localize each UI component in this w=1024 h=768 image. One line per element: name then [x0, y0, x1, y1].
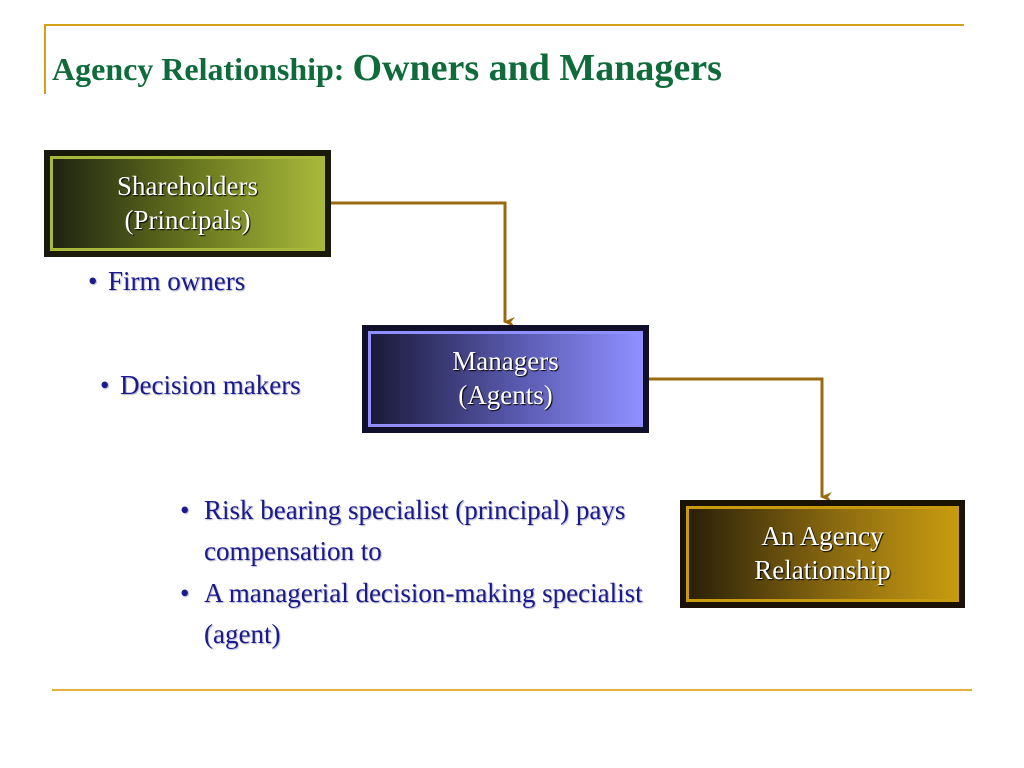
managers-sublabel: (Agents) — [458, 380, 553, 410]
bottom-frame-line — [52, 689, 972, 691]
managers-box: Managers (Agents) — [362, 325, 649, 433]
shareholders-box: Shareholders (Principals) — [44, 150, 331, 257]
shareholders-label: Shareholders — [117, 170, 258, 201]
slide-title: Agency Relationship: Owners and Managers — [52, 46, 722, 90]
bullet-risk-bearing: Risk bearing specialist (principal) pays… — [176, 490, 684, 571]
bullet-firm-owners-text: Firm owners — [108, 266, 246, 296]
slide-title-part2: Owners and Managers — [352, 47, 722, 89]
slide-title-part1: Agency Relationship: — [52, 51, 353, 87]
agency-sublabel: Relationship — [754, 555, 891, 585]
connector-managers-to-agency — [649, 377, 832, 502]
bullet-decision-makers: • Decision makers — [100, 366, 301, 405]
connector-shareholders-to-managers — [331, 201, 515, 327]
relationship-bullet-list: Risk bearing specialist (principal) pays… — [176, 490, 684, 656]
shareholders-sublabel: (Principals) — [124, 204, 251, 235]
managers-label: Managers — [452, 346, 559, 377]
top-frame-line — [44, 24, 964, 26]
bullet-firm-owners: • Firm owners — [88, 262, 245, 301]
bullet-dot-icon: • — [88, 266, 98, 296]
bullet-managerial-specialist: A managerial decision-making specialist … — [176, 573, 684, 654]
left-frame-line — [44, 24, 46, 94]
agency-relationship-box: An Agency Relationship — [680, 500, 965, 608]
agency-label: An Agency — [761, 521, 884, 552]
bullet-decision-makers-text: Decision makers — [120, 370, 301, 400]
bullet-dot-icon: • — [100, 370, 110, 400]
